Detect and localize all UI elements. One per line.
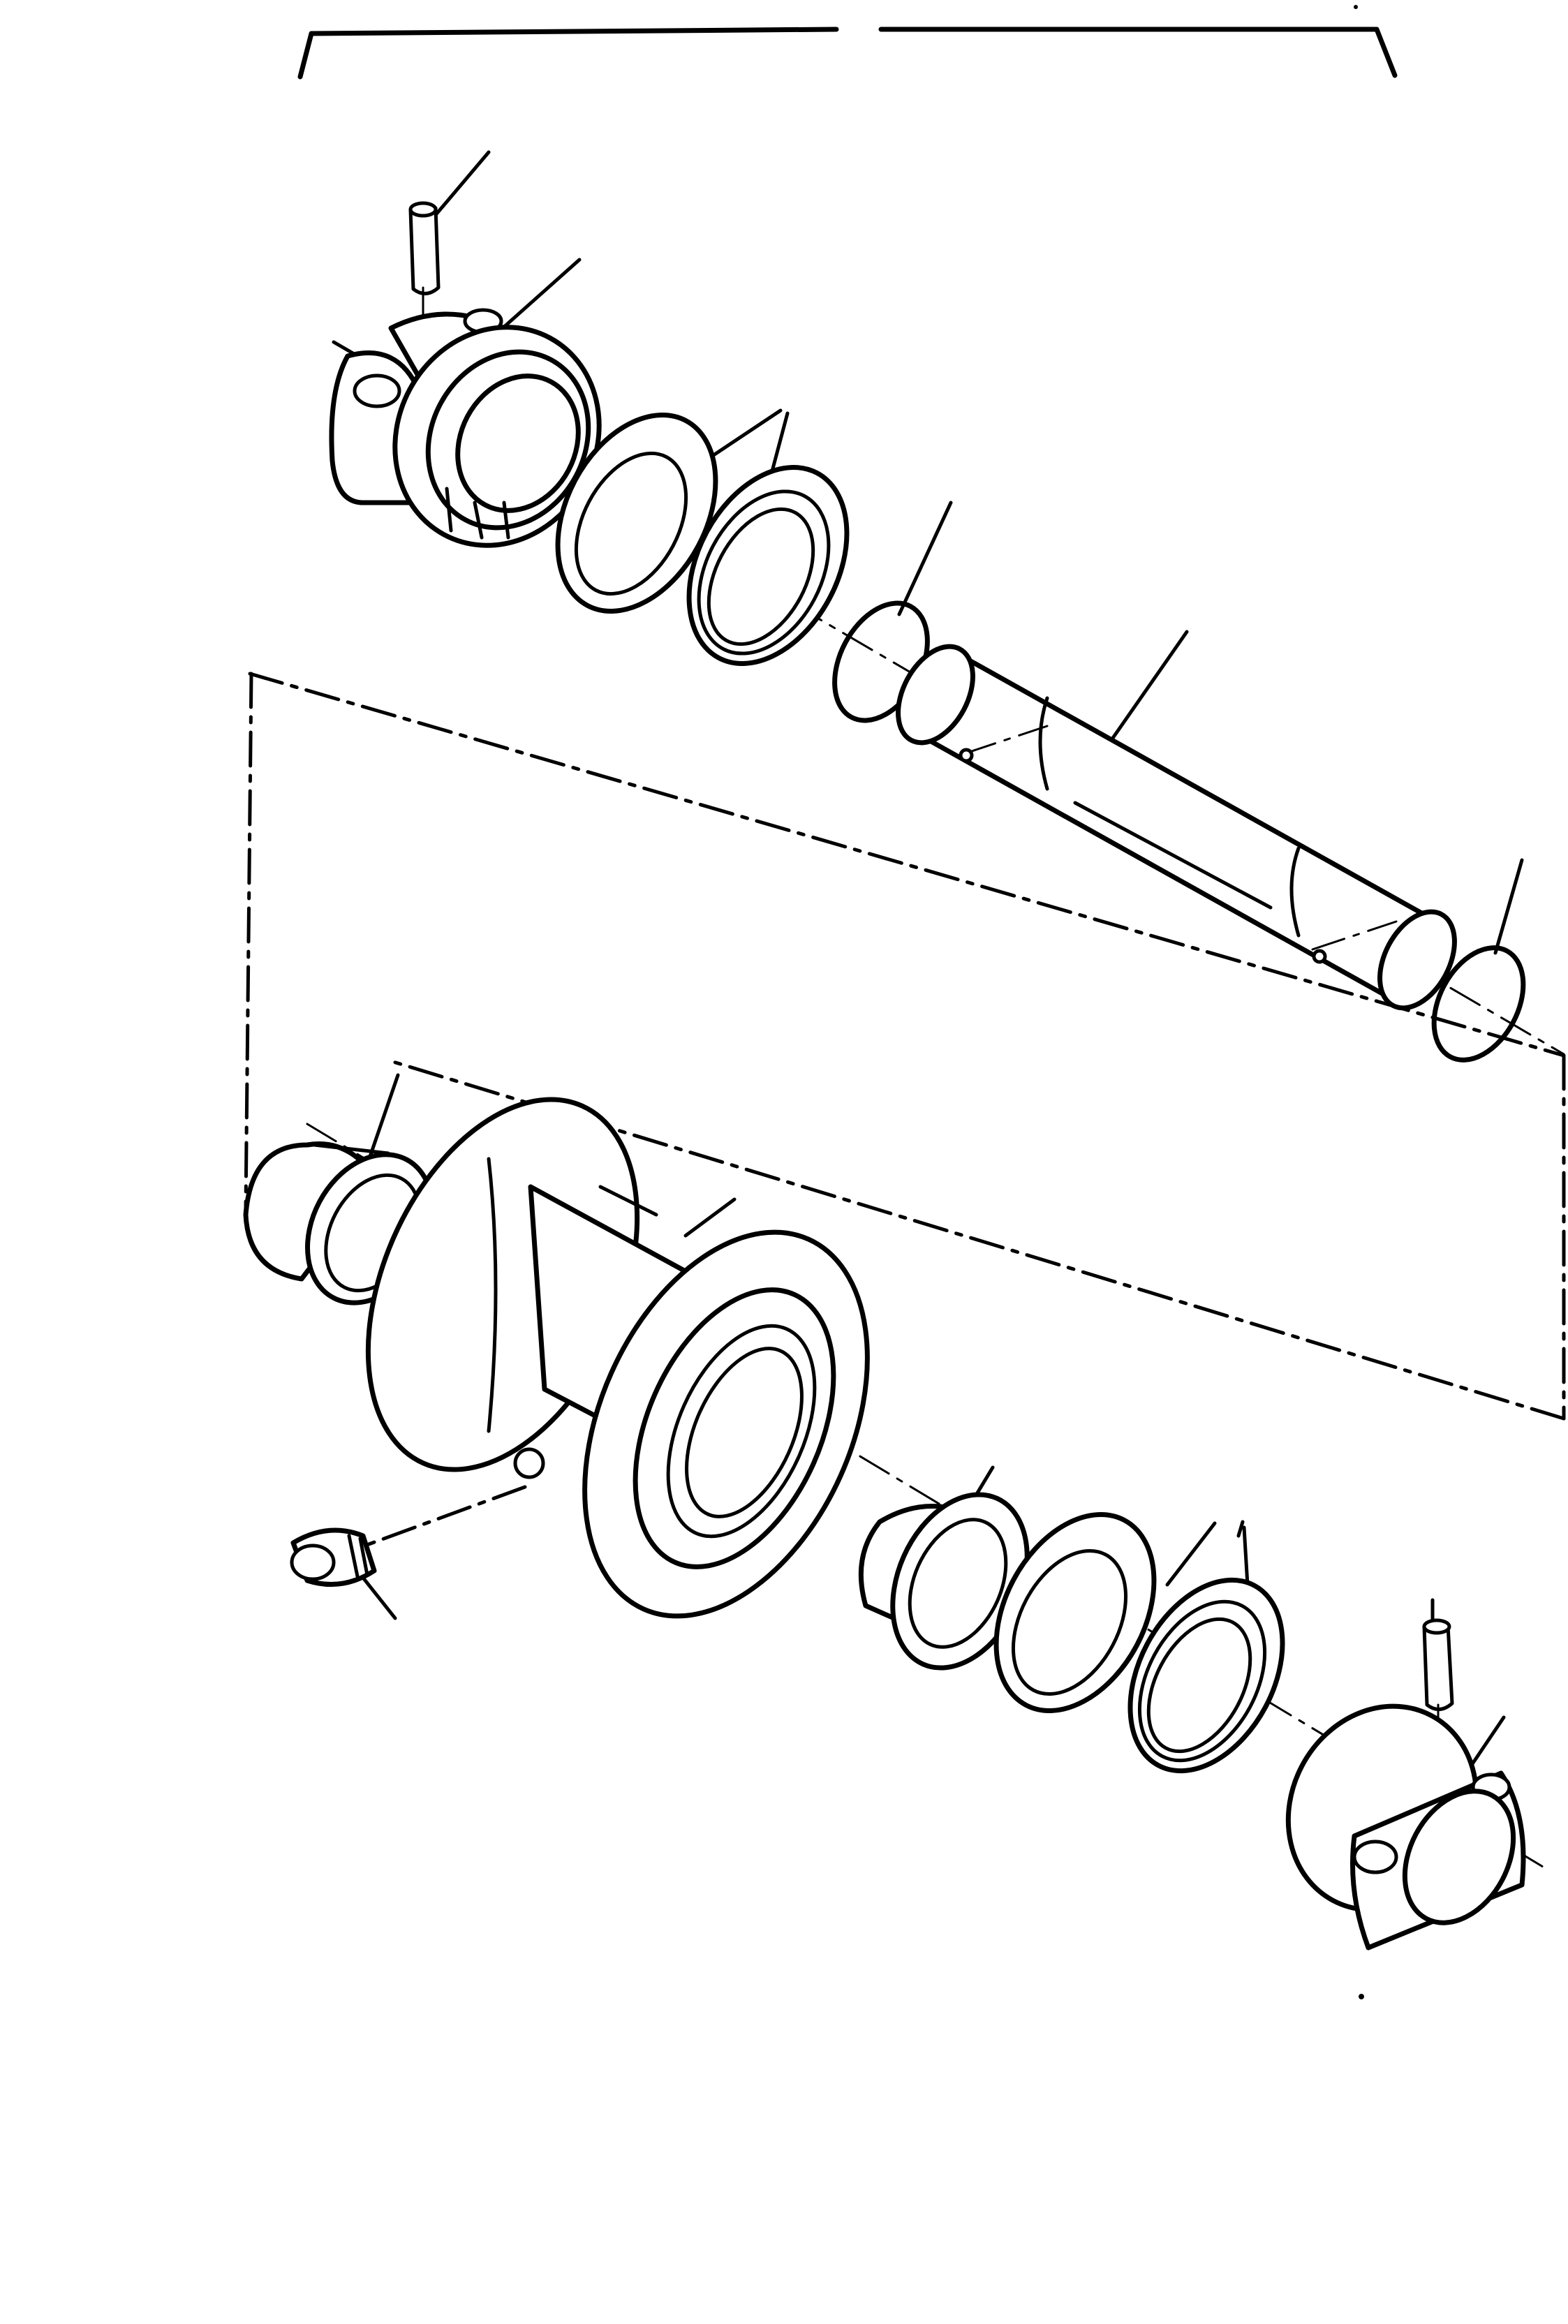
seal-icon [686,464,850,667]
roller-icon [365,1097,870,1619]
washer-icon [555,412,718,614]
shaft-icon [896,644,1457,1011]
roll-pin-icon [1422,1618,1454,1789]
washer-icon [993,1511,1157,1714]
end-collar-icon [1285,1703,1526,1951]
leader-lines-upper [332,150,1524,955]
roll-pin-icon [408,201,441,336]
bearing-icon [392,325,602,548]
bushing-icon [858,1492,1030,1671]
seal-icon [1127,1577,1285,1774]
plug-icon [290,1527,377,1587]
o-ring-icon [1431,945,1526,1063]
group-bracket [297,27,1398,80]
scan-specks [1354,5,1364,1999]
